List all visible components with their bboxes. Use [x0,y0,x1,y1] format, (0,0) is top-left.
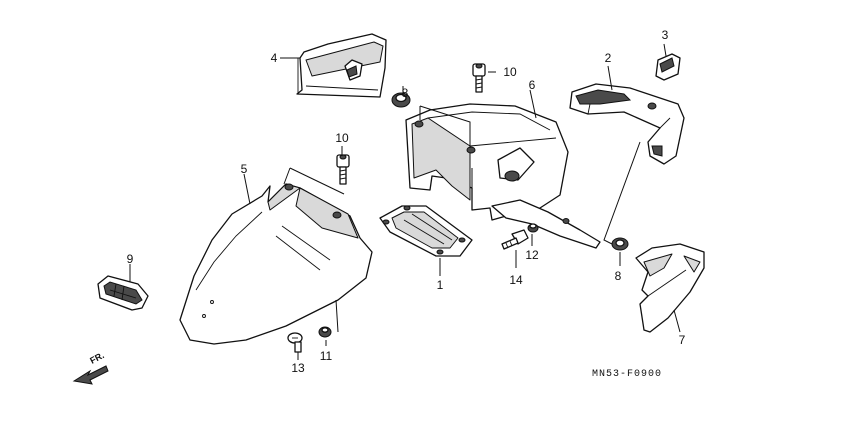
callout-8-upper: 8 [402,86,409,100]
leader-lines [129,43,681,360]
callout-7: 7 [679,333,686,347]
part-8-grommet-upper [391,92,411,108]
part-11-nut [318,326,332,338]
callout-9: 9 [127,252,134,266]
part-8-grommet-lower [611,237,629,251]
part-2-bracket [569,83,685,165]
part-4-cover [296,33,387,98]
part-6-inner-fender [405,103,601,249]
part-5-front-fender [179,183,373,345]
part-1-plate [379,205,473,257]
part-13-screw [287,332,303,353]
callout-1: 1 [437,278,444,292]
part-10-bolt-lower [336,154,350,185]
drawing-code: MN53-F0900 [592,369,662,380]
callout-10-upper: 10 [503,65,517,79]
part-10-bolt-upper [472,63,486,93]
callout-14: 14 [509,273,523,287]
part-12-collar [527,223,539,233]
callout-10-lower: 10 [335,131,349,145]
callout-3: 3 [662,28,669,42]
callout-13: 13 [291,361,305,375]
part-14-bolt [501,229,529,250]
front-direction-arrow: FR. [72,350,109,385]
callout-5: 5 [241,162,248,176]
front-direction-label: FR. [88,350,105,366]
callout-6: 6 [529,78,536,92]
part-9-reflector [97,275,149,311]
part-7-side-cover [635,243,705,333]
callout-2: 2 [605,51,612,65]
callout-12: 12 [525,248,539,262]
callout-11: 11 [320,349,333,363]
part-3-clip [655,53,681,81]
callout-4: 4 [271,51,278,65]
callout-8-lower: 8 [615,269,622,283]
